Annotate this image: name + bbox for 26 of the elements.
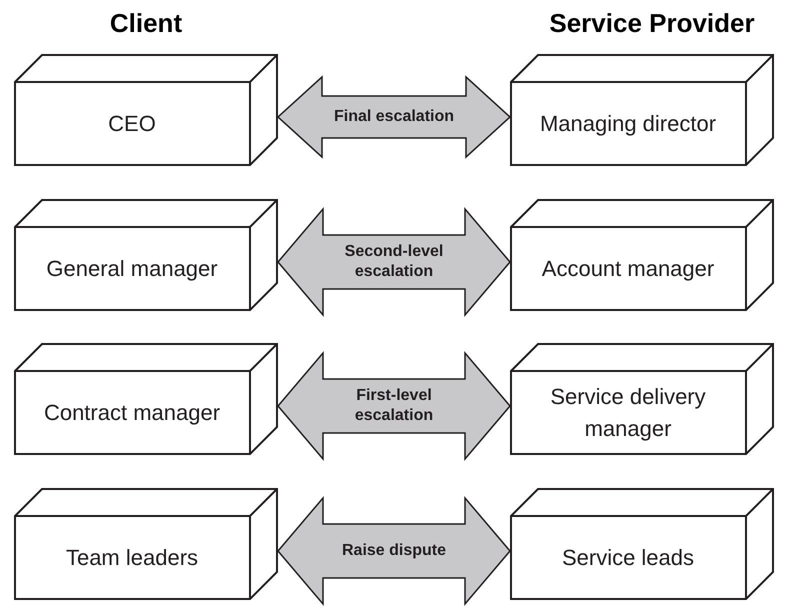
- double-arrow: [276, 75, 512, 159]
- box-label: Team leaders: [66, 544, 198, 572]
- edge-label: Second-level escalation: [344, 242, 444, 282]
- box-label: Managing director: [540, 110, 716, 138]
- cuboid-box: [14, 488, 278, 600]
- box-label: CEO: [108, 110, 156, 138]
- box-label: General manager: [46, 255, 218, 284]
- cuboid-box: [14, 343, 278, 455]
- box-label: Service delivery manager: [549, 383, 707, 443]
- cuboid-box: [510, 199, 774, 311]
- column-heading: Client: [108, 10, 184, 36]
- double-arrow: [277, 350, 511, 462]
- edge-label: Raise dispute: [342, 541, 446, 561]
- cuboid-box: [14, 199, 278, 311]
- double-arrow: [277, 206, 511, 318]
- cuboid-box: [510, 488, 774, 600]
- box-label: Contract manager: [44, 399, 220, 428]
- box-label: Service leads: [562, 544, 694, 572]
- edge-label: First-level escalation: [354, 386, 434, 426]
- column-heading: Service Provider: [548, 10, 756, 36]
- box-label: Account manager: [542, 255, 714, 284]
- cuboid-box: [14, 54, 278, 166]
- double-arrow: [277, 496, 511, 606]
- cuboid-box: [510, 54, 774, 166]
- cuboid-box: [510, 343, 774, 455]
- edge-label: Final escalation: [334, 107, 454, 127]
